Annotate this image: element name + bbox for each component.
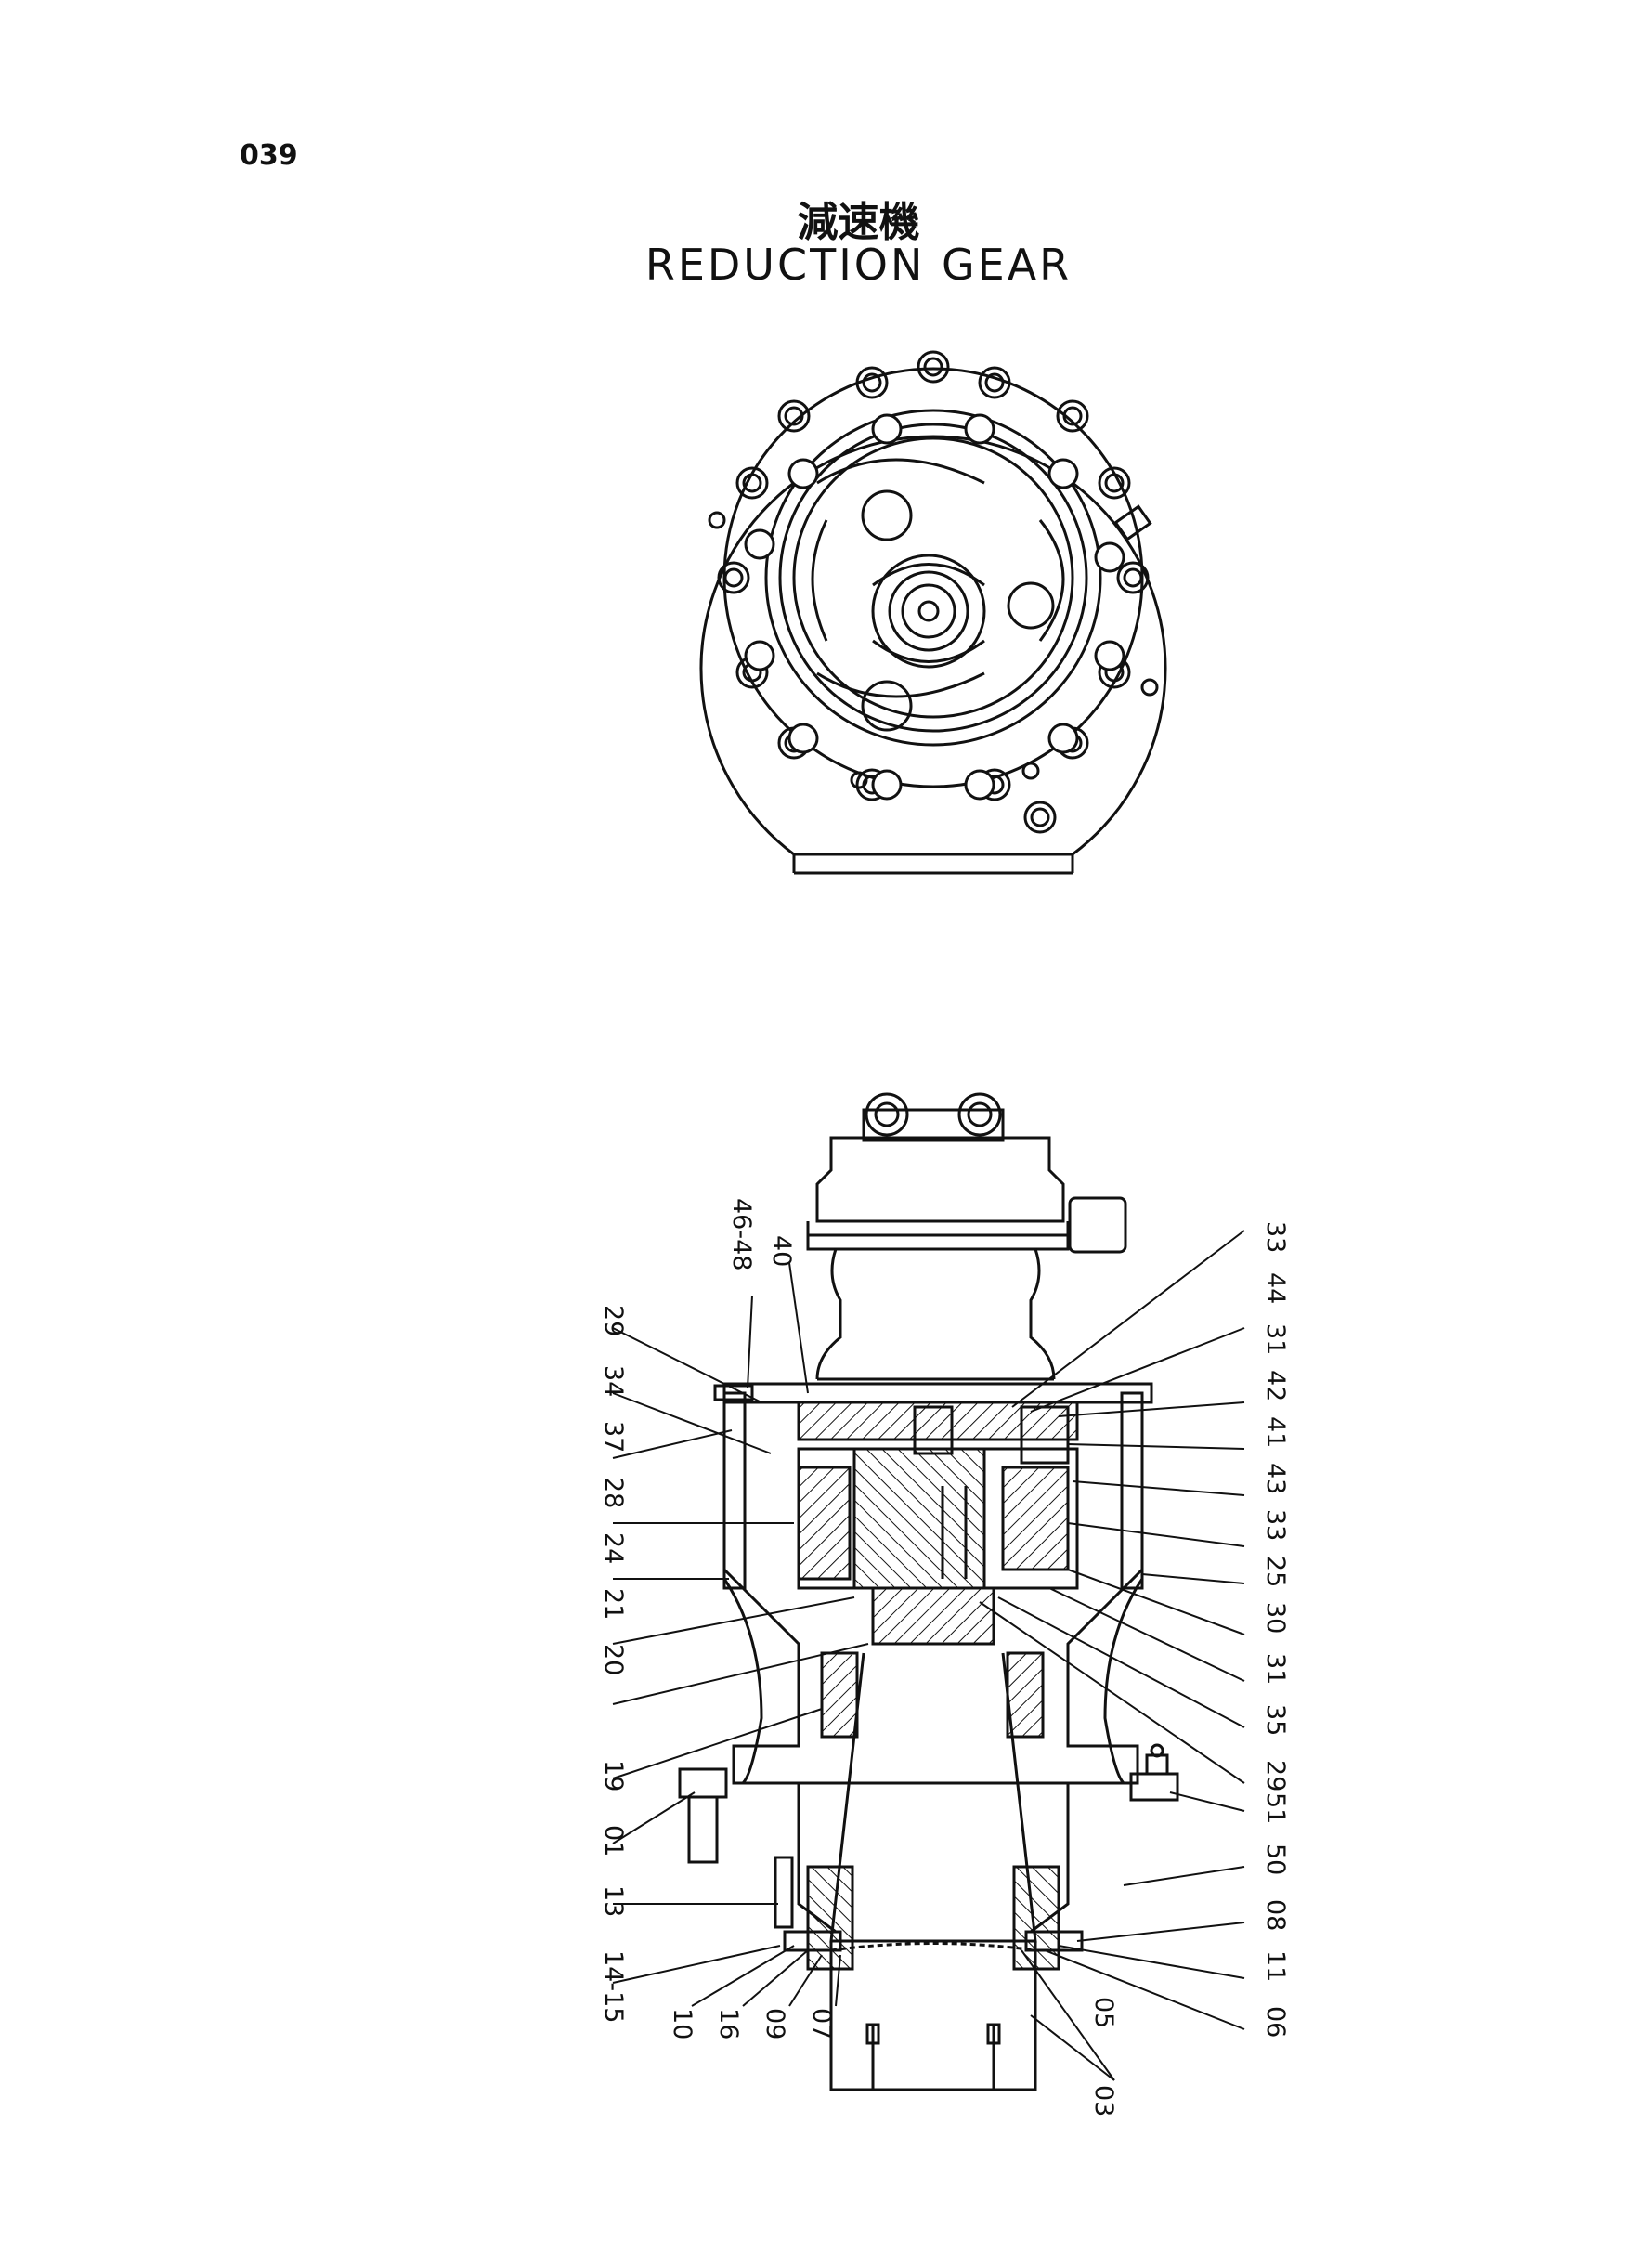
- callout-31-lower: 31: [1261, 1653, 1290, 1685]
- callout-06: 06: [1261, 2006, 1290, 2038]
- title-japanese: 減速機: [797, 199, 920, 246]
- callout-43: 43: [1261, 1463, 1290, 1494]
- callout-31-upper: 31: [1261, 1323, 1290, 1355]
- callout-10: 10: [668, 2008, 696, 2039]
- callout-30: 30: [1261, 1602, 1290, 1634]
- callout-50: 50: [1261, 1844, 1290, 1875]
- callout-40: 40: [767, 1235, 796, 1267]
- callout-41: 41: [1261, 1416, 1290, 1448]
- callout-01: 01: [599, 1825, 628, 1857]
- callout-42: 42: [1261, 1370, 1290, 1401]
- callout-05: 05: [1089, 1997, 1118, 2028]
- callout-33-top: 33: [1261, 1221, 1290, 1253]
- callout-29-right: 29: [1261, 1760, 1290, 1791]
- page-number: 039: [240, 139, 298, 172]
- callout-08: 08: [1261, 1899, 1290, 1931]
- callout-09: 09: [761, 2008, 789, 2039]
- callout-03: 03: [1089, 2085, 1118, 2117]
- callout-20: 20: [599, 1644, 628, 1675]
- callout-44: 44: [1261, 1272, 1290, 1304]
- callout-14-15: 14-15: [599, 1950, 628, 2023]
- callout-13: 13: [599, 1885, 628, 1917]
- callout-25: 25: [1261, 1556, 1290, 1587]
- callout-29-left: 29: [599, 1305, 628, 1336]
- callout-24: 24: [599, 1532, 628, 1564]
- callout-35: 35: [1261, 1704, 1290, 1736]
- callout-07: 07: [807, 2008, 836, 2039]
- callout-28: 28: [599, 1477, 628, 1508]
- callout-19: 19: [599, 1760, 628, 1791]
- title-english: REDUCTION GEAR: [644, 240, 1073, 290]
- callout-51: 51: [1261, 1792, 1290, 1824]
- callout-37: 37: [599, 1421, 628, 1453]
- callout-21: 21: [599, 1588, 628, 1620]
- callout-11: 11: [1261, 1950, 1290, 1982]
- callout-16: 16: [714, 2008, 743, 2039]
- callout-34: 34: [599, 1365, 628, 1397]
- callout-33-mid: 33: [1261, 1509, 1290, 1541]
- callout-46-48: 46-48: [727, 1198, 756, 1270]
